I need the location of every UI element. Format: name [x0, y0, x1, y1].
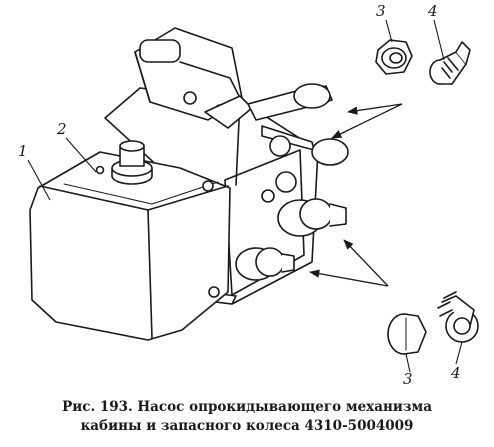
fitting-4-bottom [437, 291, 479, 343]
callout-part-1: 1 [18, 142, 28, 160]
callout-part-4-top: 4 [428, 2, 438, 20]
caption-line-2: кабины и запасного колеса 4310-5004009 [80, 418, 414, 434]
front-cap-nut [277, 198, 347, 237]
lever-housing [134, 27, 253, 129]
reservoir [29, 151, 231, 341]
fitting-4-top [429, 41, 471, 85]
control-rod [261, 125, 349, 166]
figure-caption: Рис. 193. Насос опрокидывающего механизм… [0, 398, 494, 436]
side-fittings [261, 135, 297, 203]
direction-arrows [308, 103, 403, 287]
cover-bolts [95, 165, 220, 298]
lower-cap-nut [235, 247, 295, 281]
callout-part-3-bottom: 3 [403, 370, 413, 388]
callout-part-3-top: 3 [376, 2, 386, 20]
lever-arm [247, 83, 333, 121]
filler-plug [111, 140, 153, 185]
cap-3-bottom [387, 313, 427, 355]
caption-line-1: Рис. 193. Насос опрокидывающего механизм… [62, 399, 432, 415]
pump-illustration [27, 19, 479, 373]
nut-3-top [375, 39, 413, 75]
callout-leaders [27, 19, 463, 373]
callout-part-2: 2 [57, 120, 67, 138]
callout-part-4-bottom: 4 [451, 364, 461, 382]
